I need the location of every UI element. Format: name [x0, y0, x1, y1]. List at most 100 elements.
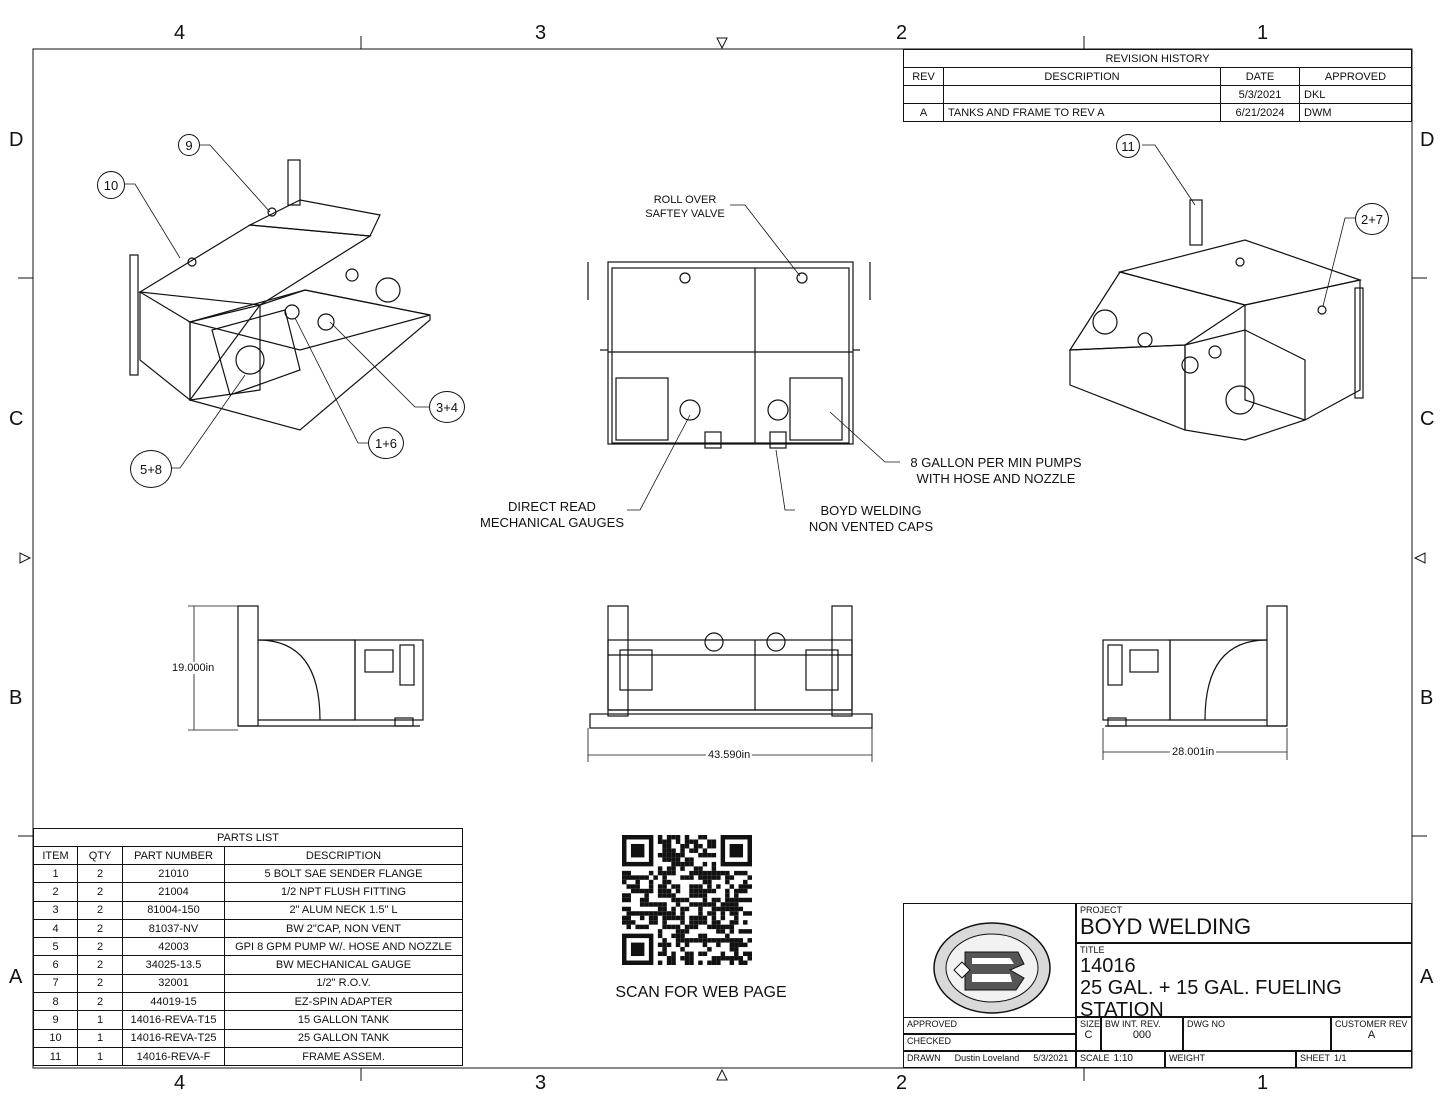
balloon-2-7: 2+7 [1355, 203, 1389, 235]
approved-label: APPROVED [907, 1019, 958, 1029]
size-cell: SIZE C [1076, 1017, 1101, 1051]
int-rev-label: BW INT. REV. [1105, 1019, 1161, 1029]
front-view-center [589, 605, 873, 729]
table-row: A TANKS AND FRAME TO REV A 6/21/2024 DWM [903, 103, 1412, 122]
parts-cell: 11 [33, 1046, 78, 1067]
approved-cell: APPROVED [903, 1017, 1076, 1034]
scale-cell: SCALE 1:10 [1076, 1051, 1165, 1068]
isometric-view-right [1068, 199, 1364, 441]
parts-cell: 1/2 NPT FLUSH FITTING [224, 882, 463, 902]
parts-cell: 2 [77, 900, 123, 920]
parts-cell: 34025-13.5 [122, 955, 225, 975]
balloon-10: 10 [97, 171, 125, 199]
zone-row-c-right: C [1420, 408, 1435, 430]
zone-col-3-top: 3 [535, 22, 547, 44]
sheet-value: 1/1 [1334, 1053, 1347, 1063]
scale-value: 1:10 [1113, 1053, 1133, 1064]
sheet-cell: SHEET 1/1 [1296, 1051, 1412, 1068]
logo-cell [903, 903, 1076, 1035]
checked-label: CHECKED [907, 1036, 952, 1046]
parts-cell: 15 GALLON TANK [224, 1010, 463, 1030]
side-view-right [1102, 605, 1288, 727]
note-roll-over-valve: ROLL OVER SAFTEY VALVE [645, 194, 725, 220]
parts-cell: 14016-REVA-T15 [122, 1010, 225, 1030]
balloon-1-6: 1+6 [368, 427, 404, 459]
rev-cell: DWM [1299, 103, 1412, 122]
drawn-date: 5/3/2021 [1033, 1053, 1069, 1063]
parts-cell: 21004 [122, 882, 225, 902]
parts-cell: 81037-NV [122, 918, 225, 939]
leader-lines [124, 144, 1356, 511]
zone-col-2-bottom: 2 [896, 1072, 908, 1094]
balloon-11: 11 [1116, 134, 1140, 158]
zone-col-1-top: 1 [1257, 22, 1269, 44]
note-non-vented-caps: BOYD WELDING NON VENTED CAPS [808, 503, 934, 534]
rev-cell: TANKS AND FRAME TO REV A [943, 103, 1221, 122]
dwg-no-cell: DWG NO [1183, 1017, 1331, 1051]
parts-cell: 1 [33, 863, 78, 884]
zone-col-4-top: 4 [174, 22, 186, 44]
parts-list-title: PARTS LIST [33, 828, 463, 847]
parts-cell: 21010 [122, 863, 225, 884]
rev-cell: A [903, 103, 944, 122]
title-cell: TITLE 14016 25 GAL. + 15 GAL. FUELING ST… [1076, 943, 1412, 1021]
dimension-width: 43.590in [706, 749, 753, 761]
isometric-view-left [129, 159, 431, 431]
project-cell: PROJECT BOYD WELDING [1076, 903, 1412, 943]
parts-cell: 1 [77, 1028, 123, 1048]
zone-col-2-top: 2 [896, 22, 908, 44]
zone-col-4-bottom: 4 [174, 1072, 186, 1094]
top-view-center [587, 261, 871, 449]
parts-cell: 44019-15 [122, 992, 225, 1012]
parts-header-qty: QTY [77, 846, 123, 865]
project-name: BOYD WELDING [1080, 914, 1252, 939]
dimension-height: 19.000in [170, 662, 217, 674]
zone-row-d-right: D [1420, 129, 1435, 151]
sheet-label: SHEET [1300, 1053, 1331, 1063]
parts-cell: 32001 [122, 973, 225, 994]
parts-cell: 81004-150 [122, 900, 225, 920]
balloon-5-8: 5+8 [130, 450, 172, 488]
parts-cell: BW 2"CAP, NON VENT [224, 918, 463, 939]
customer-rev-value: A [1367, 1029, 1376, 1041]
parts-header-item: ITEM [33, 846, 78, 865]
note-pumps: 8 GALLON PER MIN PUMPS WITH HOSE AND NOZ… [910, 455, 1082, 486]
zone-col-1-bottom: 1 [1257, 1072, 1269, 1094]
zone-col-3-bottom: 3 [535, 1072, 547, 1094]
balloon-9: 9 [178, 134, 200, 156]
drawing-title: 25 GAL. + 15 GAL. FUELING STATION [1080, 977, 1342, 1021]
zone-row-a-left: A [9, 966, 23, 988]
parts-cell: 2" ALUM NECK 1.5" L [224, 900, 463, 920]
zone-row-b-right: B [1420, 687, 1434, 709]
drawn-cell: DRAWN Dustin Loveland 5/3/2021 [903, 1051, 1076, 1068]
scale-label: SCALE [1080, 1053, 1110, 1063]
project-label: PROJECT [1080, 905, 1123, 915]
dimension-depth: 28.001in [1170, 746, 1217, 758]
side-view-left [237, 605, 424, 727]
customer-rev-label: CUSTOMER REV [1335, 1019, 1408, 1029]
parts-cell: 7 [33, 973, 78, 994]
balloon-3-4: 3+4 [429, 391, 465, 423]
parts-cell: FRAME ASSEM. [224, 1046, 463, 1067]
parts-cell: 2 [77, 918, 123, 939]
parts-header-description: DESCRIPTION [224, 846, 463, 865]
parts-cell: 2 [77, 973, 123, 994]
parts-cell: 9 [33, 1010, 78, 1030]
int-rev-value: 000 [1132, 1029, 1152, 1041]
weight-cell: WEIGHT [1165, 1051, 1296, 1068]
parts-header-part-number: PART NUMBER [122, 846, 225, 865]
parts-cell: 2 [77, 863, 123, 884]
drawn-label: DRAWN [907, 1053, 941, 1063]
parts-cell: 10 [33, 1028, 78, 1048]
